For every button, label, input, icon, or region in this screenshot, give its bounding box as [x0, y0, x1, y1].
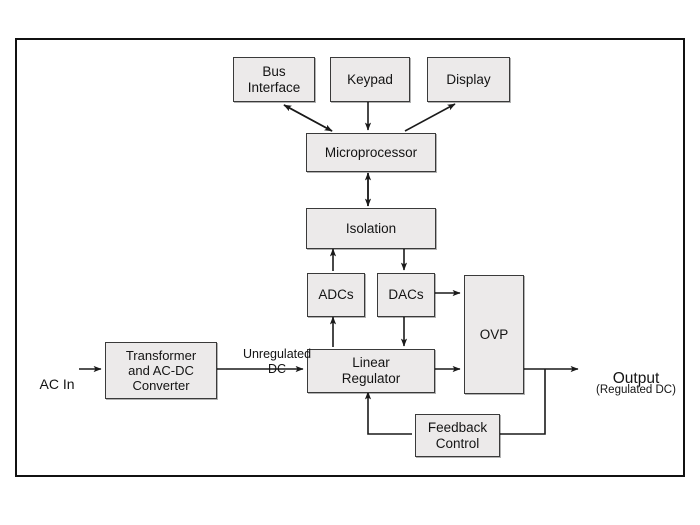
block-dacs-label: DACs [388, 287, 424, 303]
block-bus-interface-label: Bus Interface [247, 63, 301, 95]
block-keypad-label: Keypad [347, 71, 393, 87]
label-output-sub-text: (Regulated DC) [596, 384, 676, 397]
wire-feedback-to-regulator [364, 391, 412, 435]
block-transformer[interactable]: Transformer and AC-DC Converter [105, 342, 217, 399]
wire-bus-to-micro [283, 104, 333, 132]
block-feedback-control-label: Feedback Control [427, 419, 488, 451]
wire-micro-to-display [404, 103, 456, 132]
block-microprocessor[interactable]: Microprocessor [306, 133, 436, 172]
wire-micro-to-bus [283, 104, 333, 132]
block-display-label: Display [446, 71, 491, 87]
block-adcs[interactable]: ADCs [307, 273, 365, 317]
label-ac-in-text: AC In [39, 376, 75, 393]
label-output: Output [577, 352, 695, 388]
label-output-text: Output [612, 369, 660, 387]
block-feedback-control[interactable]: Feedback Control [415, 414, 500, 457]
label-ac-in: AC In [27, 360, 87, 392]
label-unregulated-dc: Unregulated DC [222, 333, 332, 376]
diagram-frame: Bus Interface Keypad Display Microproces… [15, 38, 685, 477]
block-adcs-label: ADCs [318, 287, 354, 303]
block-linear-regulator[interactable]: Linear Regulator [307, 349, 435, 393]
block-dacs[interactable]: DACs [377, 273, 435, 317]
block-isolation-label: Isolation [345, 220, 397, 236]
block-microprocessor-label: Microprocessor [324, 144, 418, 160]
block-keypad[interactable]: Keypad [330, 57, 410, 102]
block-transformer-label: Transformer and AC-DC Converter [125, 347, 197, 394]
block-linear-regulator-label: Linear Regulator [341, 355, 401, 386]
block-bus-interface[interactable]: Bus Interface [233, 57, 315, 102]
block-ovp-label: OVP [479, 326, 509, 342]
block-isolation[interactable]: Isolation [306, 208, 436, 249]
block-ovp[interactable]: OVP [464, 275, 524, 394]
label-output-sub: (Regulated DC) [573, 371, 699, 397]
block-display[interactable]: Display [427, 57, 510, 102]
label-unregulated-dc-text: Unregulated DC [242, 347, 312, 376]
